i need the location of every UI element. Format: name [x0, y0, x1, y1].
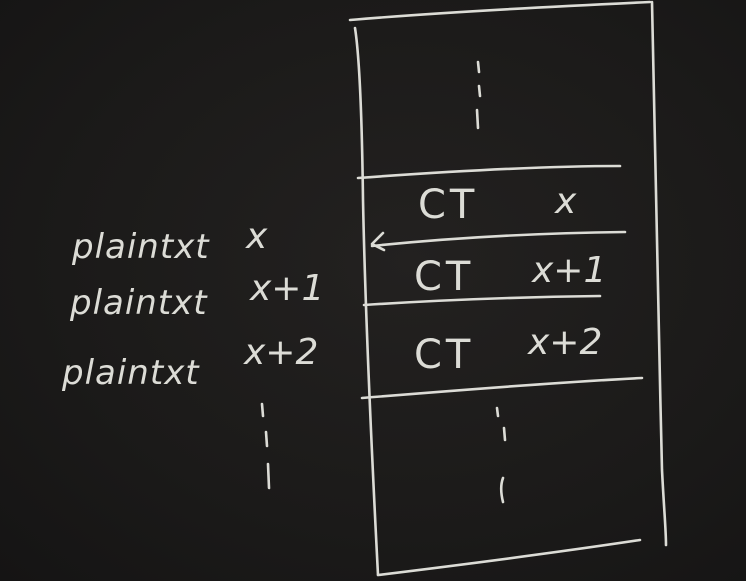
- divider-between-x+1-and-x+2: [362, 294, 602, 307]
- ellipsis-top-3: [475, 108, 480, 130]
- stack-outline-bottom: [376, 538, 642, 577]
- ellipsis-bottom-3: [499, 476, 505, 504]
- ellipsis-left-3: [266, 462, 271, 490]
- stack-outline-left: [353, 26, 380, 577]
- arrow-head-to-block-x: [370, 231, 386, 252]
- left-index-x+2: x+2: [243, 332, 318, 373]
- block-index-x: x: [554, 181, 577, 222]
- ellipsis-left-1: [260, 402, 265, 418]
- block-index-x+2: x+2: [527, 322, 602, 363]
- left-label-plaintext-x+2: plaintxt: [61, 353, 200, 393]
- divider-bottom-of-block-x+2: [360, 376, 644, 400]
- stack-outline-right: [650, 0, 668, 547]
- ellipsis-bottom-1: [495, 406, 500, 418]
- left-label-plaintext-x+1: plaintxt: [69, 283, 208, 323]
- ellipsis-top-1: [476, 60, 481, 74]
- left-label-plaintext-x: plaintxt: [71, 227, 210, 267]
- block-label-x: CT: [418, 182, 478, 228]
- ellipsis-top-2: [477, 84, 482, 98]
- divider-between-x-and-x+1: [370, 230, 627, 248]
- divider-top-of-block-x: [356, 164, 622, 180]
- left-index-x+1: x+1: [249, 268, 324, 309]
- stack-outline-top: [348, 0, 652, 22]
- block-index-x+1: x+1: [531, 250, 606, 291]
- ellipsis-left-2: [264, 430, 269, 448]
- ellipsis-bottom-2: [502, 426, 507, 442]
- left-index-x: x: [245, 216, 268, 257]
- block-label-x+2: CT: [414, 332, 474, 378]
- block-label-x+1: CT: [414, 254, 474, 300]
